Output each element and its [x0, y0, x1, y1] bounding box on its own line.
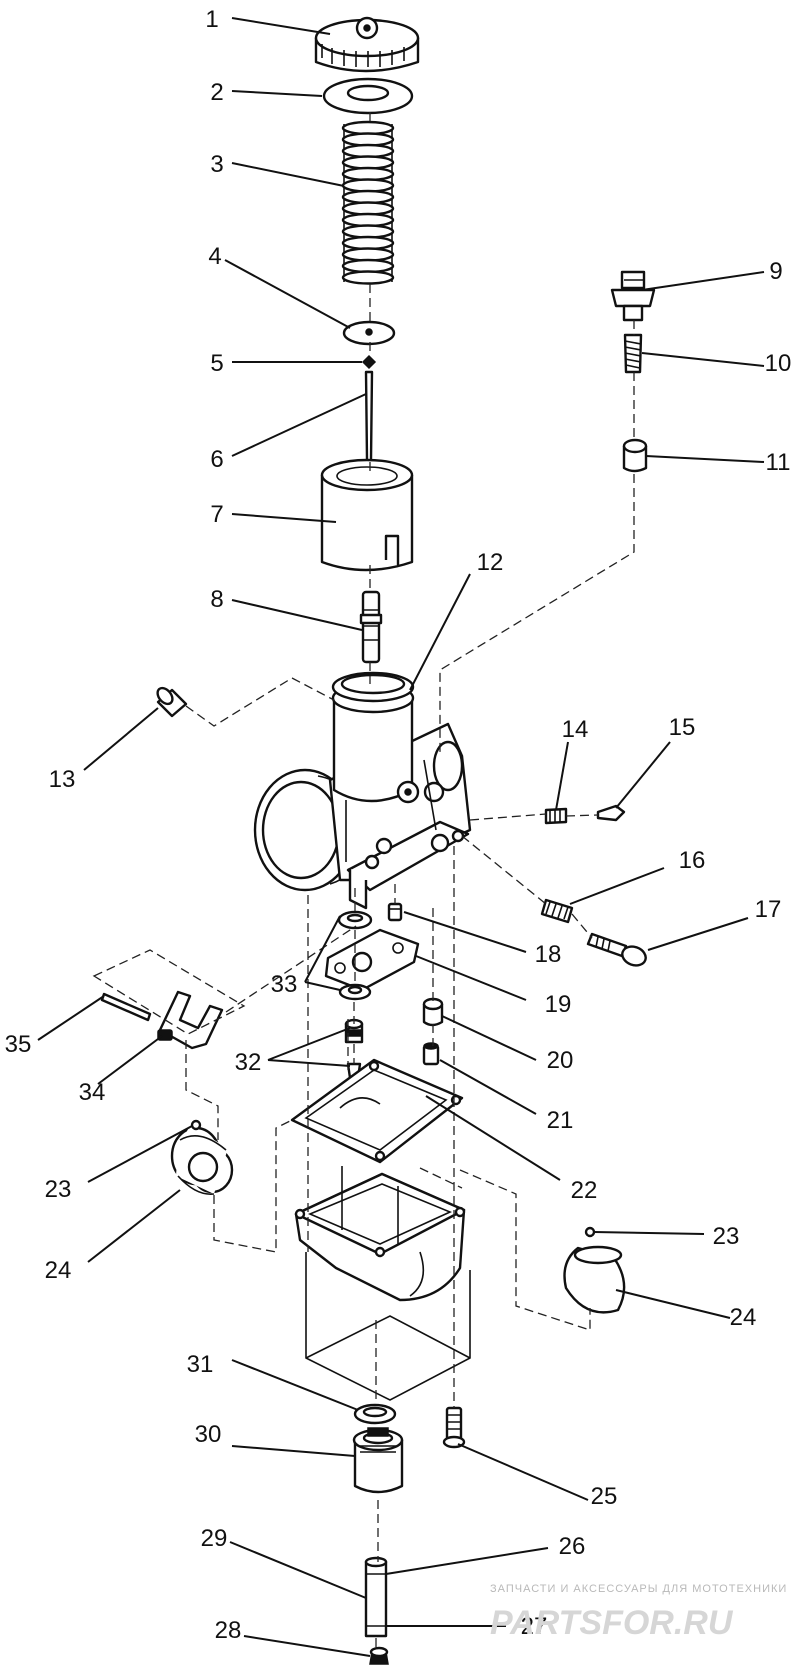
callout-13: 13 [49, 766, 76, 793]
spring-coil [341, 258, 395, 274]
spring-coil [341, 166, 395, 182]
callout-23-right: 23 [713, 1223, 740, 1250]
spring-coil [341, 224, 395, 239]
callout-28: 28 [215, 1617, 242, 1644]
callout-6: 6 [210, 446, 223, 473]
part-small-screw [387, 902, 403, 922]
part-jet-holder [352, 1427, 404, 1494]
part-float-arm [157, 990, 224, 1050]
callout-12: 12 [477, 549, 504, 576]
watermark-tagline: ЗАПЧАСТИ И АКСЕССУАРЫ ДЛЯ МОТОТЕХНИКИ [490, 1583, 787, 1595]
spring-coil [341, 189, 395, 205]
part-bowl-screw [442, 1406, 466, 1449]
callout-1: 1 [205, 6, 218, 33]
part-float-bowl [294, 1166, 466, 1302]
callout-24-right: 24 [730, 1304, 757, 1331]
callout-23-left: 23 [45, 1176, 72, 1203]
callout-34: 34 [79, 1079, 106, 1106]
spring-coil [341, 155, 395, 170]
callouts: 1 2 3 4 5 6 7 8 9 10 11 12 13 14 15 16 1… [5, 6, 792, 1644]
part-pilot-jet [422, 997, 444, 1027]
part-adjust-spring [623, 333, 643, 374]
watermark: ЗАПЧАСТИ И АКСЕССУАРЫ ДЛЯ МОТОТЕХНИКИ PA… [490, 1583, 787, 1642]
part-pilot-spring [544, 807, 568, 825]
spring-coil [341, 178, 395, 193]
part-washer [322, 77, 414, 115]
part-spring [341, 120, 395, 285]
part-float-valve [344, 1018, 364, 1088]
part-idle-screw [586, 932, 647, 967]
part-throttle-slide [320, 458, 414, 572]
spring-coil [341, 132, 395, 147]
callout-4: 4 [208, 243, 221, 270]
part-retainer-plate [342, 320, 396, 346]
part-idle-spring [540, 898, 574, 924]
callout-30: 30 [195, 1421, 222, 1448]
callout-5: 5 [210, 350, 223, 377]
callout-22: 22 [571, 1177, 598, 1204]
callout-18: 18 [535, 941, 562, 968]
callout-15: 15 [669, 714, 696, 741]
callout-10: 10 [765, 350, 792, 377]
spring-coil [341, 201, 395, 216]
part-o-ring [337, 910, 373, 930]
callout-26: 26 [559, 1533, 586, 1560]
float-chamber-outline [305, 1252, 471, 1401]
part-float-right [563, 1226, 626, 1314]
callout-11: 11 [766, 449, 791, 476]
callout-33: 33 [271, 971, 298, 998]
part-drain-washer [353, 1403, 397, 1425]
callout-24-left: 24 [45, 1257, 72, 1284]
part-gasket-plate [324, 928, 420, 992]
callout-14: 14 [562, 716, 589, 743]
part-o-ring-lower [338, 983, 372, 1001]
callout-32: 32 [235, 1049, 262, 1076]
part-needle-clip [361, 354, 377, 370]
callout-19: 19 [545, 991, 572, 1018]
callout-3: 3 [210, 151, 223, 178]
callout-20: 20 [547, 1047, 574, 1074]
part-float-left [170, 1119, 234, 1195]
part-emulsion-tube [364, 1556, 388, 1638]
assembly-lines [185, 112, 635, 1652]
part-pilot-screw [596, 804, 626, 822]
spring-coil [341, 120, 395, 136]
spring-coil [341, 212, 395, 228]
spring-coil [341, 235, 395, 251]
part-jet-needle [364, 370, 374, 468]
callout-21: 21 [547, 1107, 574, 1134]
callout-27: 27 [521, 1613, 548, 1640]
part-bowl-gasket [290, 1058, 464, 1164]
spring-coil [341, 270, 395, 285]
spring-coil [341, 143, 395, 159]
callout-16: 16 [679, 847, 706, 874]
part-main-jet [369, 1646, 389, 1665]
callout-25: 25 [591, 1483, 618, 1510]
callout-17: 17 [755, 896, 782, 923]
part-carburetor-body [253, 671, 472, 910]
part-jet-screw [422, 1042, 440, 1066]
callout-2: 2 [210, 79, 223, 106]
part-float-pin [100, 992, 152, 1022]
callout-29: 29 [201, 1525, 228, 1552]
part-pin [156, 686, 188, 718]
callout-9: 9 [769, 258, 782, 285]
watermark-logo: PARTSFOR.RU [490, 1604, 734, 1642]
spring-coil [341, 247, 395, 262]
callout-7: 7 [210, 501, 223, 528]
leader-lines [37, 17, 765, 1657]
float-arm-box [92, 949, 246, 1035]
callout-8: 8 [210, 586, 223, 613]
callout-35: 35 [5, 1031, 32, 1058]
part-needle-jet [359, 590, 383, 664]
part-cap [314, 16, 420, 73]
callout-31: 31 [187, 1351, 214, 1378]
part-plunger [622, 438, 648, 473]
part-fitting [610, 270, 656, 322]
